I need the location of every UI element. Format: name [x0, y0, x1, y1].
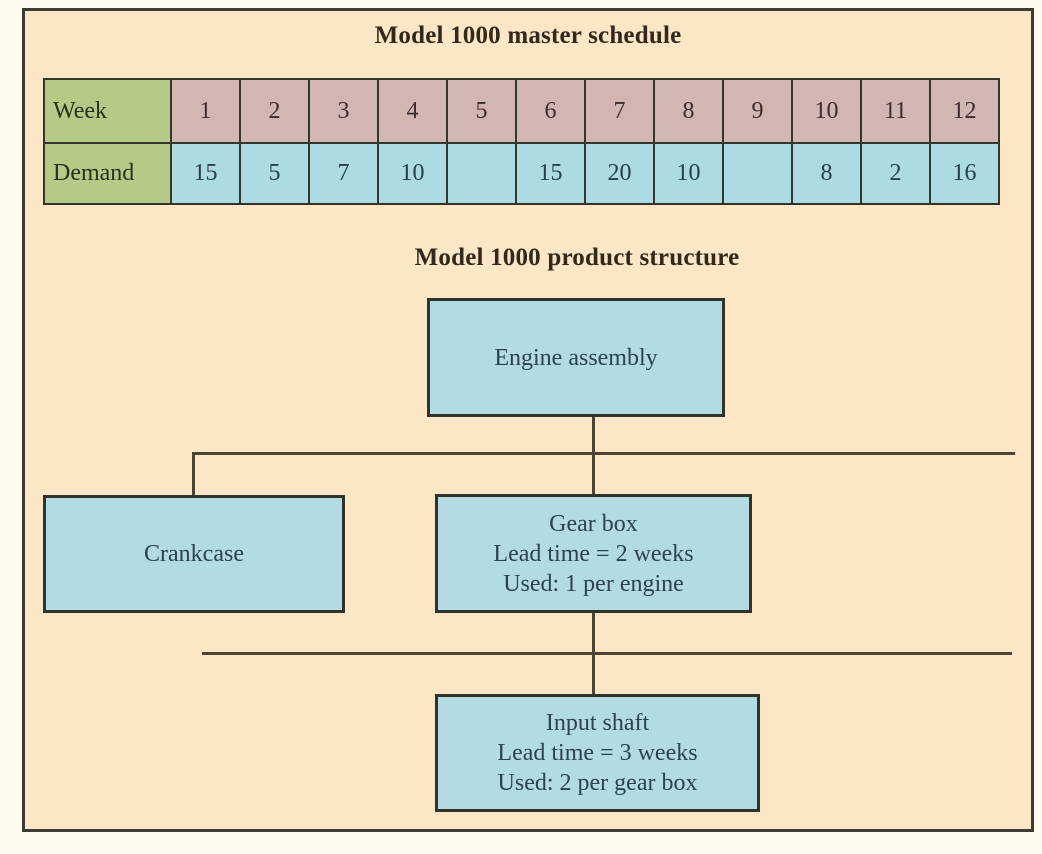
node-label: Gear box [549, 510, 638, 537]
product-structure-title: Model 1000 product structure [414, 244, 740, 271]
demand-cell: 7 [308, 142, 379, 205]
demand-cell: 8 [791, 142, 862, 205]
week-cell: 6 [515, 78, 586, 144]
demand-cell: 15 [170, 142, 241, 205]
node-input-shaft: Input shaft Lead time = 3 weeks Used: 2 … [435, 694, 760, 812]
week-cell: 12 [929, 78, 1000, 144]
demand-cell [722, 142, 793, 205]
node-gear-box: Gear box Lead time = 2 weeks Used: 1 per… [435, 494, 752, 613]
connector-engine-drop [592, 415, 595, 496]
demand-cell: 16 [929, 142, 1000, 205]
week-cell: 3 [308, 78, 379, 144]
master-schedule-title: Model 1000 master schedule [374, 22, 682, 49]
week-row-header: Week [43, 78, 172, 144]
node-crankcase: Crankcase [43, 495, 345, 613]
demand-cell: 2 [860, 142, 931, 205]
week-row: Week 1 2 3 4 5 6 7 8 9 10 11 12 [43, 78, 1000, 144]
week-cell: 5 [446, 78, 517, 144]
week-cell: 11 [860, 78, 931, 144]
node-usage: Used: 2 per gear box [497, 770, 698, 796]
week-cell: 1 [170, 78, 241, 144]
demand-cell: 10 [653, 142, 724, 205]
week-cell: 4 [377, 78, 448, 144]
node-label: Input shaft [545, 710, 650, 736]
week-cell: 10 [791, 78, 862, 144]
demand-cell: 20 [584, 142, 655, 205]
connector-crankcase-drop [192, 452, 195, 497]
connector-level1-rule [193, 452, 1015, 455]
demand-cell [446, 142, 517, 205]
node-lead-time: Lead time = 3 weeks [497, 740, 698, 766]
master-schedule-table: Week 1 2 3 4 5 6 7 8 9 10 11 12 Demand 1… [43, 78, 1000, 205]
node-label: Engine assembly [494, 344, 658, 371]
connector-level2-rule [202, 652, 1012, 655]
week-cell: 2 [239, 78, 310, 144]
demand-cell: 5 [239, 142, 310, 205]
demand-row: Demand 15 5 7 10 15 20 10 8 2 16 [43, 142, 1000, 205]
node-lead-time: Lead time = 2 weeks [493, 540, 694, 567]
node-label: Crankcase [144, 541, 244, 567]
demand-cell: 15 [515, 142, 586, 205]
week-cell: 9 [722, 78, 793, 144]
node-engine-assembly: Engine assembly [427, 298, 725, 417]
week-cell: 7 [584, 78, 655, 144]
demand-cell: 10 [377, 142, 448, 205]
demand-row-header: Demand [43, 142, 172, 205]
node-usage: Used: 1 per engine [503, 570, 684, 597]
week-cell: 8 [653, 78, 724, 144]
